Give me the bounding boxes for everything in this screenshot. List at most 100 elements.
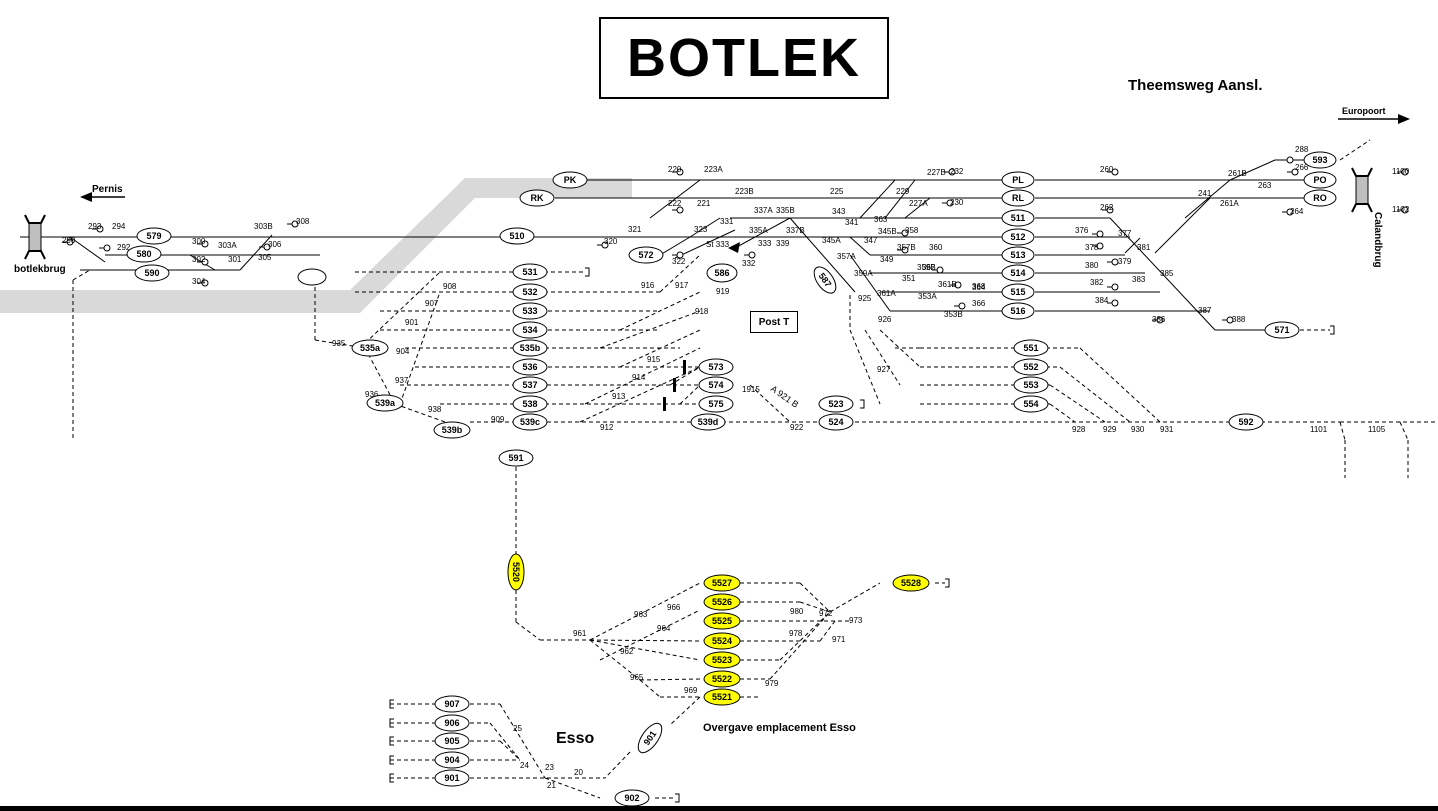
- oval-shape-575: [698, 395, 734, 413]
- oval-label-535a: 535a: [360, 343, 381, 353]
- oval-shape-531: [512, 263, 548, 281]
- oval-label-592: 592: [1238, 417, 1253, 427]
- signal-29: [1111, 258, 1119, 266]
- oval-shape-536: [512, 358, 548, 376]
- signal-3: [1286, 156, 1294, 164]
- oval-shape-5520: [507, 553, 525, 591]
- track-oval-580: 580: [126, 245, 162, 263]
- track-oval-590: 590: [134, 264, 170, 282]
- dashed-line-67: [769, 611, 831, 680]
- stop-block-2: [663, 397, 666, 411]
- post-t-box: Post T: [750, 311, 798, 333]
- oval-shape-5528: [892, 574, 930, 592]
- switch-number-83: 908: [443, 282, 457, 291]
- switch-number-97: 914: [632, 373, 646, 382]
- switch-number-36: 345B: [878, 227, 897, 236]
- oval-label-551: 551: [1023, 343, 1038, 353]
- oval-label-580: 580: [136, 249, 151, 259]
- switch-number-44: 351: [902, 274, 916, 283]
- switch-number-15: 221: [697, 199, 711, 208]
- switch-number-49: 220: [668, 165, 682, 174]
- track-line-30: [904, 197, 931, 219]
- dashed-line-54: [639, 678, 701, 681]
- switch-number-3: 290: [62, 236, 76, 245]
- signals: [62, 156, 1409, 324]
- signal-32: [1156, 316, 1164, 324]
- dashed-line-16: [659, 254, 701, 293]
- oval-label-510: 510: [509, 231, 524, 241]
- oval-label-534: 534: [522, 325, 537, 335]
- pernis-label: Pernis: [92, 184, 123, 195]
- oval-shape-5525: [703, 612, 741, 630]
- oval-label-533: 533: [522, 306, 537, 316]
- switch-number-26: 333: [758, 239, 772, 248]
- switch-number-94: 919: [716, 287, 730, 296]
- oval-label-905: 905: [444, 736, 459, 746]
- oval-label-539b: 539b: [442, 425, 463, 435]
- dashed-line-40: [1399, 421, 1409, 441]
- switch-number-32: 227A: [909, 199, 928, 208]
- switch-number-25: 337B: [786, 226, 805, 235]
- dashed-line-83: [499, 703, 546, 779]
- switch-number-50: 222: [668, 199, 682, 208]
- track-oval-575: 575: [698, 395, 734, 413]
- track-oval-512: 512: [1001, 228, 1035, 246]
- oval-shape-571: [1264, 321, 1300, 339]
- dashed-line-51: [589, 639, 701, 661]
- switch-number-4: 303B: [254, 222, 273, 231]
- oval-shape-532: [512, 283, 548, 301]
- switch-number-33: 343: [832, 207, 846, 216]
- track-oval-539c: 539c: [512, 413, 548, 431]
- oval-shape-579: [136, 227, 172, 245]
- oval-shape-551: [1013, 339, 1049, 357]
- oval-label-907: 907: [444, 699, 459, 709]
- dashed-line-52: [599, 609, 701, 661]
- oval-label-531: 531: [522, 267, 537, 277]
- dashed-line-84: [489, 722, 521, 761]
- dashed-line-58: [799, 582, 831, 613]
- oval-label-5527: 5527: [712, 578, 732, 588]
- oval-label-PK: PK: [564, 175, 577, 185]
- switch-number-106: 929: [1103, 425, 1117, 434]
- oval-label-PO: PO: [1313, 175, 1326, 185]
- oval-shape-513: [1001, 246, 1035, 264]
- track-oval-591: 591: [498, 449, 534, 467]
- switch-number-23: 335B: [776, 206, 795, 215]
- switch-number-55: 261A: [1220, 199, 1239, 208]
- oval-shape-516: [1001, 302, 1035, 320]
- switch-number-99: 912: [600, 423, 614, 432]
- oval-label-RO: RO: [1313, 193, 1327, 203]
- oval-shape-593: [1303, 151, 1337, 169]
- switch-number-90: 938: [428, 405, 442, 414]
- oval-label-5521: 5521: [712, 692, 732, 702]
- oval-label-902: 902: [624, 793, 639, 803]
- oval-shape-592: [1228, 413, 1264, 431]
- track-oval-902: 902: [614, 789, 650, 807]
- dashed-line-43: [72, 269, 91, 281]
- track-oval-901: 901: [434, 769, 470, 787]
- oval-label-591: 591: [508, 453, 523, 463]
- track-oval-RO: RO: [1303, 189, 1337, 207]
- track-labels: PKRKPLRLPORO5935795805905105115125135145…: [126, 151, 1337, 807]
- dashed-line-36: [1049, 384, 1106, 423]
- track-line-33: [849, 236, 871, 256]
- switch-number-100: 1915: [742, 385, 760, 394]
- switch-number-110: 1105: [1368, 425, 1386, 434]
- stop-block-1: [673, 378, 676, 392]
- switch-number-57: 377: [1118, 229, 1132, 238]
- track-oval-587: 587: [813, 266, 837, 294]
- switch-number-53: 261B: [1228, 169, 1247, 178]
- bottom-rule: [0, 806, 1438, 811]
- oval-shape-5524: [703, 632, 741, 650]
- oval-shape-RK: [519, 189, 555, 207]
- track-oval-5527: 5527: [703, 574, 741, 592]
- switch-number-95: 918: [695, 307, 709, 316]
- switch-number-43: 359A: [854, 269, 873, 278]
- switch-number-78: 360: [929, 243, 943, 252]
- switch-number-128: 21: [547, 781, 556, 790]
- oval-shape-538: [512, 395, 548, 413]
- dashed-line-28: [879, 329, 921, 368]
- dashed-line-23: [679, 384, 701, 405]
- oval-shape-5523: [703, 651, 741, 669]
- switch-number-14: 223B: [735, 187, 754, 196]
